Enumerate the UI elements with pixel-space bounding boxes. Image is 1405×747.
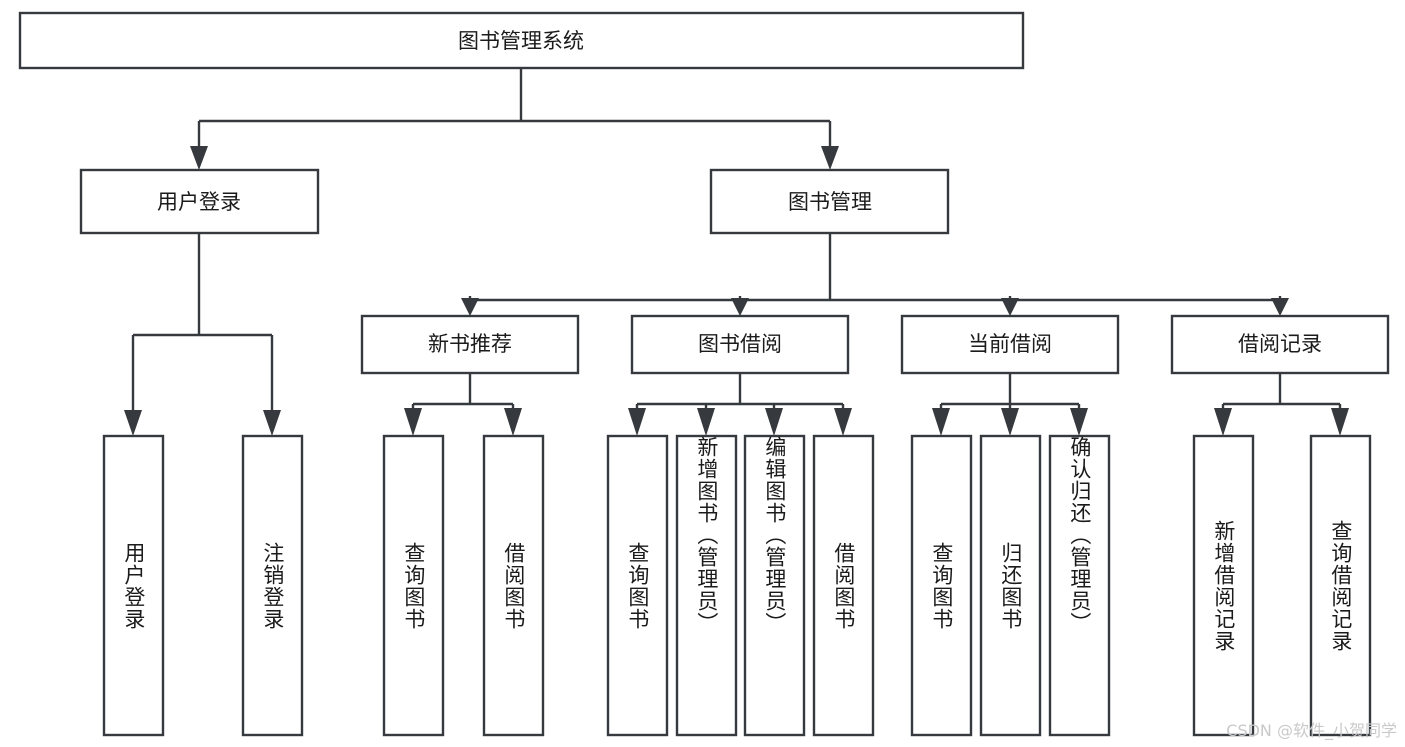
new-book-recommend-label: 新书推荐 (428, 332, 512, 356)
arrow-to-current-borrow (1001, 298, 1019, 316)
node-book-management[interactable]: 图书管理 (709, 168, 950, 235)
watermark-text: CSDN @软件_小贺同学 (1226, 721, 1397, 740)
current-borrow-box[interactable] (900, 314, 1120, 375)
book-management-label: 图书管理 (788, 190, 872, 214)
connector-book-mgmt-to-level3 (461, 233, 1289, 316)
arrow-to-leaf-borrow-book-1 (504, 408, 522, 436)
book-management-box[interactable] (709, 168, 950, 235)
leaf-box-query-book-1[interactable] (382, 434, 445, 737)
leaf-box-edit-book[interactable] (743, 434, 806, 737)
arrow-to-leaf-confirm-return (1070, 408, 1088, 436)
new-book-recommend-box[interactable] (360, 314, 580, 375)
arrow-to-user-login (190, 146, 208, 170)
connector-borrow-record-to-leaves (1214, 373, 1349, 436)
arrow-to-leaf-query-book-3 (932, 408, 950, 436)
node-current-borrow[interactable]: 当前借阅 (900, 314, 1120, 375)
arrow-to-leaf-add-book (697, 408, 715, 436)
leaf-box-query-book-3[interactable] (910, 434, 973, 737)
arrow-to-borrow-record (1271, 298, 1289, 316)
connector-root-to-level2 (190, 68, 839, 170)
borrow-record-label: 借阅记录 (1238, 332, 1322, 356)
node-root[interactable]: 图书管理系统 (18, 11, 1025, 70)
arrow-to-leaf-edit-book (765, 408, 783, 436)
book-borrow-label: 图书借阅 (698, 332, 782, 356)
arrow-to-leaf-add-record (1214, 408, 1232, 436)
connector-user-login-to-leaves (124, 233, 281, 436)
node-new-book-recommend[interactable]: 新书推荐 (360, 314, 580, 375)
arrow-to-new-book (461, 298, 479, 316)
leaf-box-borrow-book-2[interactable] (812, 434, 875, 737)
arrow-to-leaf-query-book-2 (628, 408, 646, 436)
leaf-box-add-record[interactable] (1192, 434, 1255, 737)
arrow-to-book-mgmt (821, 146, 839, 170)
borrow-record-box[interactable] (1170, 314, 1390, 375)
current-borrow-label: 当前借阅 (968, 332, 1052, 356)
arrow-to-book-borrow (731, 298, 749, 316)
user-login-label: 用户登录 (157, 190, 241, 214)
leaf-box-user-login[interactable] (102, 434, 165, 737)
arrow-to-leaf-logout (263, 410, 281, 436)
connector-current-borrow-to-leaves (932, 373, 1088, 436)
node-book-borrow[interactable]: 图书借阅 (630, 314, 850, 375)
leaf-box-query-record[interactable] (1309, 434, 1372, 737)
arrow-to-leaf-user-login (124, 410, 142, 436)
leaf-box-confirm-return[interactable] (1048, 434, 1111, 737)
arrow-to-leaf-query-book-1 (404, 408, 422, 436)
node-user-login[interactable]: 用户登录 (79, 168, 320, 235)
leaf-box-add-book[interactable] (675, 434, 738, 737)
root-label: 图书管理系统 (458, 29, 584, 53)
leaf-box-logout[interactable] (241, 434, 304, 737)
leaf-box-borrow-book-1[interactable] (482, 434, 545, 737)
arrow-to-leaf-return-book (1001, 408, 1019, 436)
connector-book-borrow-to-leaves (628, 373, 852, 436)
arrow-to-leaf-borrow-book-2 (834, 408, 852, 436)
book-borrow-box[interactable] (630, 314, 850, 375)
node-borrow-record[interactable]: 借阅记录 (1170, 314, 1390, 375)
leaf-box-return-book[interactable] (979, 434, 1042, 737)
connector-new-book-to-leaves (404, 373, 522, 436)
arrow-to-leaf-query-record (1331, 408, 1349, 436)
leaf-box-query-book-2[interactable] (606, 434, 669, 737)
root-box[interactable] (18, 11, 1025, 70)
